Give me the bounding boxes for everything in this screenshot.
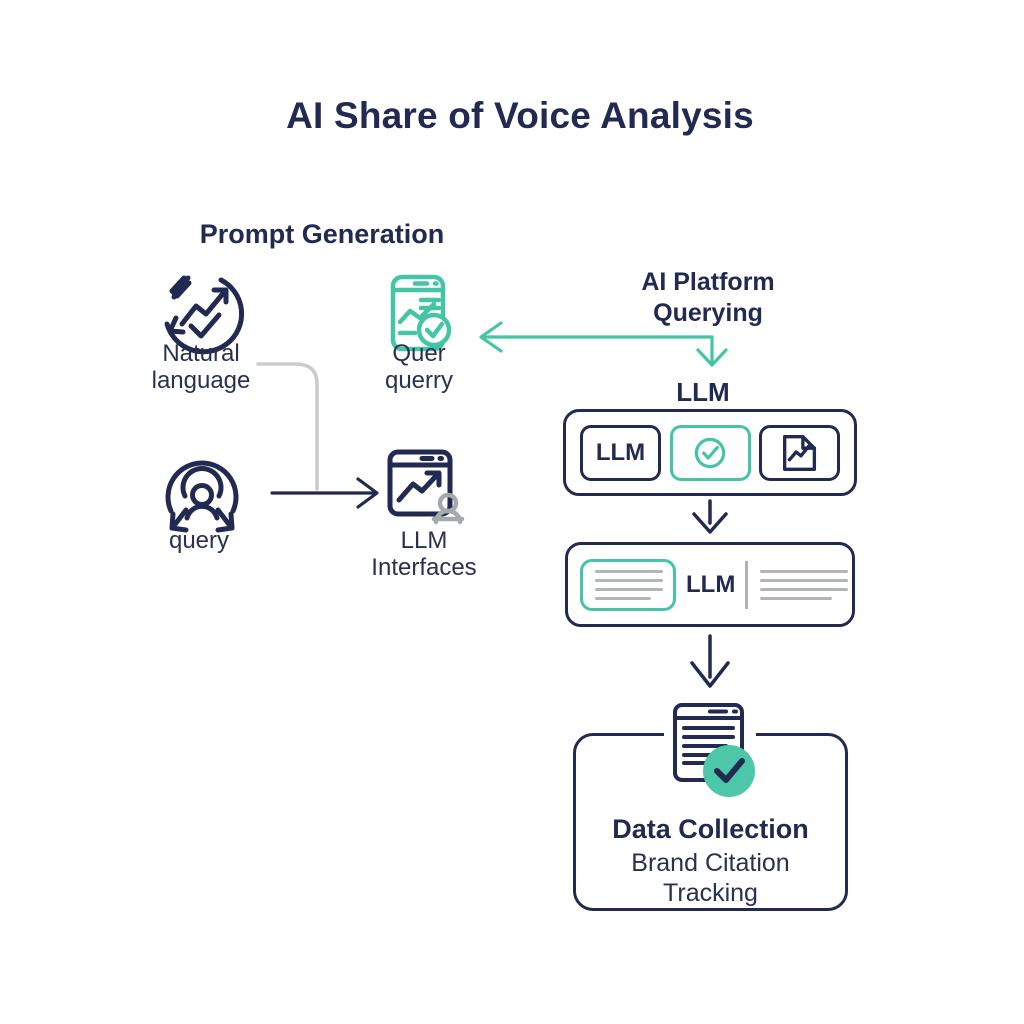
query-to-llm-arrow: [270, 477, 379, 509]
document-chart-icon: [777, 430, 823, 476]
text-line: [760, 578, 849, 582]
browser-person-icon: [382, 448, 470, 530]
text-line: [595, 596, 651, 600]
broadcast-person-icon: [158, 450, 246, 538]
document-check-icon: [660, 696, 760, 800]
llm-chip-label: LLM: [595, 438, 646, 466]
check-chip: [669, 424, 751, 481]
down-arrow-1: [692, 499, 728, 534]
text-line: [760, 569, 849, 573]
data-collection-subheading: Brand Citation Tracking: [631, 849, 790, 907]
circle-check-icon: [690, 433, 730, 473]
text-line: [595, 569, 663, 573]
page-title: AI Share of Voice Analysis: [286, 95, 754, 136]
divider: [745, 560, 749, 609]
llm-interfaces-label: LLM Interfaces: [371, 527, 477, 581]
highlighted-citation-snippet: [580, 558, 676, 611]
prompt-generation-heading: Prompt Generation: [199, 219, 445, 249]
trend-cycle-icon: [154, 264, 250, 360]
response-text-lines: [760, 569, 849, 600]
llm-models-box: LLM: [563, 409, 857, 496]
gray-elbow-connector: [256, 362, 319, 491]
response-llm-label: LLM: [686, 570, 736, 598]
text-line: [760, 587, 849, 591]
llm-chip: LLM: [580, 424, 661, 481]
text-line: [595, 587, 663, 591]
report-chip: [759, 424, 840, 481]
llm-response-box: LLM: [565, 542, 855, 627]
phone-check-icon: [377, 273, 461, 357]
down-arrow-2: [690, 634, 730, 688]
text-line: [760, 596, 833, 600]
user-query-label: query: [168, 527, 230, 554]
natural-language-label: Natural language: [151, 340, 251, 394]
ai-platform-heading: AI Platform Querying: [641, 268, 775, 327]
platform-querying-arrow: [479, 321, 728, 367]
text-line: [595, 578, 663, 582]
query-check-label: Quer querry: [384, 340, 454, 394]
llm-heading: LLM: [676, 377, 730, 407]
data-collection-heading: Data Collection: [612, 814, 809, 844]
